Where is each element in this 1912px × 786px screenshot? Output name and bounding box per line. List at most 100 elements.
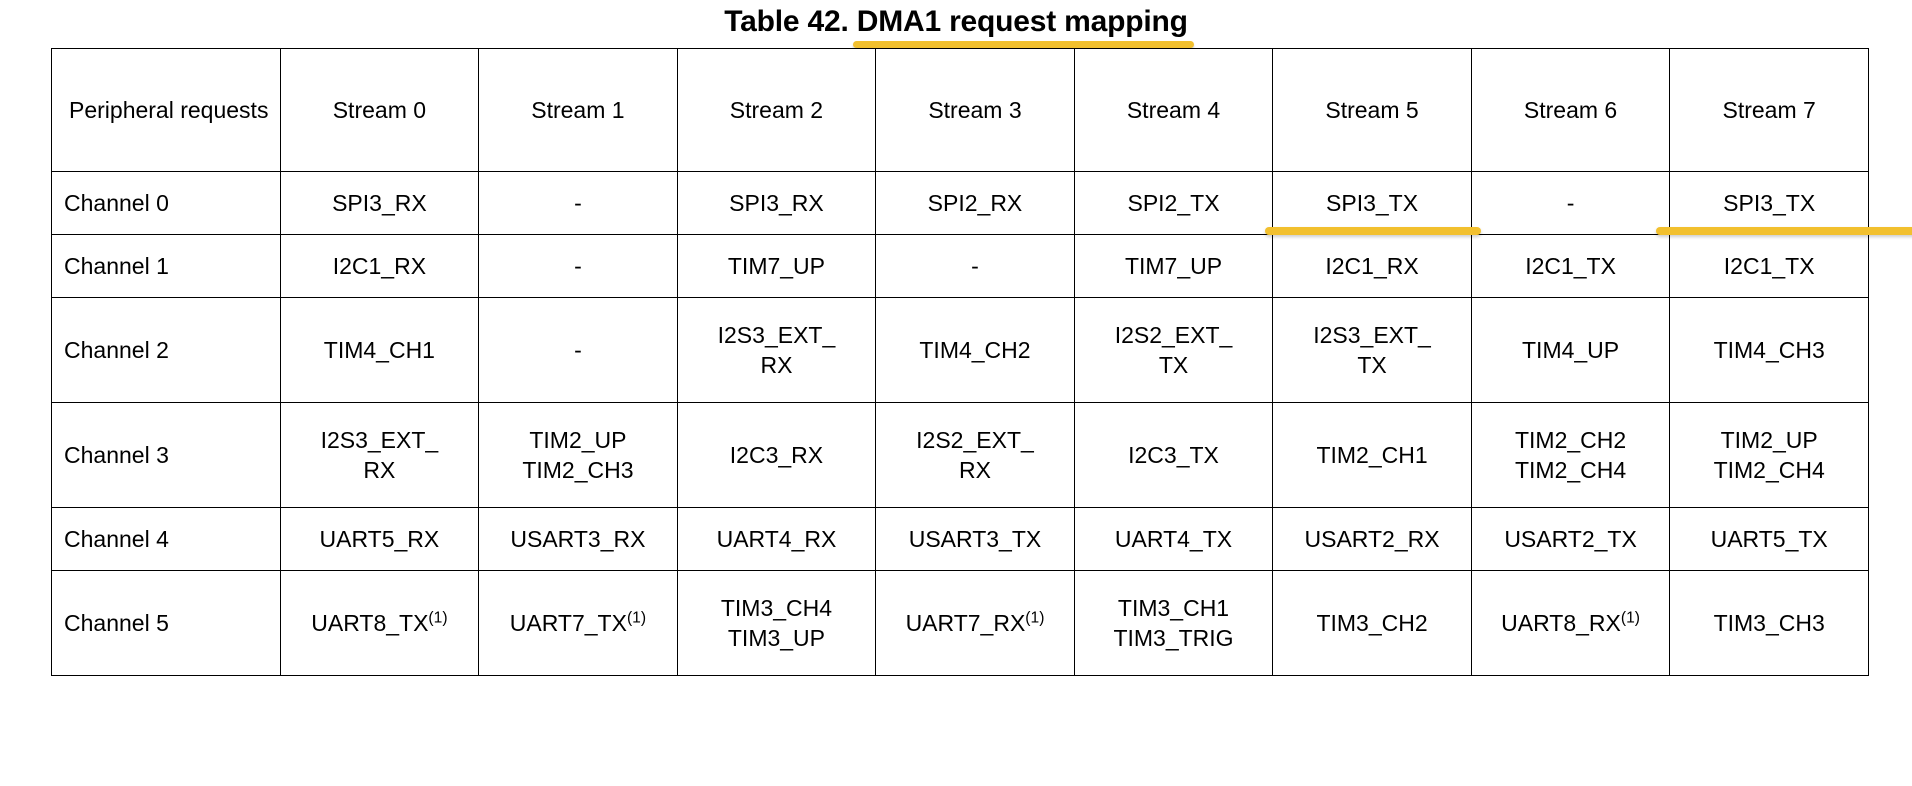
cell-line: -	[574, 337, 582, 363]
cell-line: I2S3_EXT_	[717, 322, 836, 348]
cell-channel-4-stream-4: UART4_TX	[1073, 507, 1274, 571]
cell-line: I2C1_RX	[332, 253, 427, 279]
cell-channel-1-stream-2: TIM7_UP	[676, 234, 877, 298]
cell-line: SPI3_RX	[332, 190, 427, 216]
cell-content: UART4_TX	[1075, 524, 1273, 554]
cell-channel-1-stream-5: I2C1_RX	[1272, 234, 1472, 298]
cell-channel-0-stream-2: SPI3_RX	[676, 171, 877, 235]
cell-content: I2C3_TX	[1075, 440, 1273, 470]
cell-content: UART5_TX	[1670, 524, 1868, 554]
cell-line: TIM3_UP	[727, 625, 826, 651]
cell-line: I2C3_RX	[729, 442, 824, 468]
cell-channel-2-stream-0: TIM4_CH1	[279, 297, 480, 403]
cell-content: TIM4_CH1	[281, 335, 479, 365]
cell-line: UART7_RX(1)	[905, 609, 1045, 636]
cell-line: I2C1_TX	[1525, 253, 1616, 279]
cell-line: SPI3_TX	[1656, 188, 1912, 235]
cell-channel-4-stream-5: USART2_RX	[1272, 507, 1472, 571]
cell-channel-3-stream-5: TIM2_CH1	[1272, 402, 1472, 508]
cell-line: SPI3_TX	[1265, 188, 1481, 235]
column-header-stream-6: Stream 6	[1470, 48, 1671, 172]
cell-channel-3-stream-0: I2S3_EXT_RX	[279, 402, 480, 508]
cell-channel-0-stream-5: SPI3_TX	[1265, 171, 1481, 235]
cell-line: UART7_TX(1)	[509, 609, 647, 636]
footnote-marker: (1)	[1025, 609, 1045, 627]
table-caption: Table 42. DMA1 request mapping	[0, 2, 1912, 48]
cell-line: TIM4_CH3	[1713, 337, 1825, 363]
cell-line: RX	[959, 457, 991, 483]
cell-line: RX	[760, 352, 793, 378]
cell-content: -	[479, 251, 677, 281]
cell-line: I2S3_EXT_	[320, 427, 439, 453]
cell-line: I2C3_TX	[1128, 442, 1219, 468]
cell-channel-1-stream-1: -	[478, 234, 678, 298]
cell-content: UART8_TX(1)	[281, 608, 479, 638]
cell-content: I2S2_EXT_TX	[1075, 320, 1273, 380]
cell-content: I2S3_EXT_TX	[1273, 320, 1471, 380]
cell-line: -	[1566, 190, 1575, 216]
cell-content: I2C1_RX	[281, 251, 479, 281]
cell-content: SPI3_TX	[1656, 188, 1912, 235]
cell-line: TIM2_CH4	[1713, 457, 1825, 483]
cell-line: TIM2_UP	[529, 427, 627, 453]
cell-channel-5-stream-0: UART8_TX(1)	[279, 570, 480, 676]
row-header-channel-3: Channel 3	[51, 402, 281, 508]
row-header-channel-1: Channel 1	[51, 234, 281, 298]
row-header-channel-0: Channel 0	[51, 171, 281, 235]
cell-channel-1-stream-6: I2C1_TX	[1470, 234, 1671, 298]
cell-line: TIM4_UP	[1522, 337, 1620, 363]
cell-content: TIM4_CH3	[1670, 335, 1868, 365]
cell-content: UART7_TX(1)	[479, 608, 677, 638]
cell-channel-4-stream-1: USART3_RX	[478, 507, 678, 571]
cell-channel-1-stream-3: -	[875, 234, 1075, 298]
cell-content: SPI3_TX	[1265, 188, 1481, 235]
cell-content: -	[479, 335, 677, 365]
cell-content: -	[479, 188, 677, 218]
cell-channel-2-stream-4: I2S2_EXT_TX	[1073, 297, 1274, 403]
cell-line: SPI2_TX	[1127, 190, 1220, 216]
cell-channel-3-stream-1: TIM2_UP TIM2_CH3	[478, 402, 678, 508]
cell-channel-1-stream-4: TIM7_UP	[1073, 234, 1274, 298]
title-prefix: Table 42.	[724, 5, 857, 38]
cell-content: -	[876, 251, 1074, 281]
cell-line: SPI3_RX	[729, 190, 824, 216]
cell-content: TIM2_CH1	[1273, 440, 1471, 470]
cell-content: I2C1_TX	[1670, 251, 1868, 281]
column-header-stream-0: Stream 0	[279, 48, 480, 172]
cell-content: TIM4_UP	[1472, 335, 1670, 365]
cell-line: TIM7_UP	[1124, 253, 1223, 279]
cell-line: TIM4_CH2	[919, 337, 1031, 363]
cell-line: TIM2_CH2	[1514, 427, 1627, 453]
cell-content: UART5_RX	[281, 524, 479, 554]
cell-content: UART8_RX(1)	[1472, 608, 1670, 638]
cell-line: TIM2_CH3	[522, 457, 634, 483]
cell-channel-0-stream-4: SPI2_TX	[1073, 171, 1274, 235]
cell-line: TIM2_CH4	[1514, 457, 1627, 483]
cell-line: UART4_RX	[716, 526, 837, 552]
cell-line: -	[971, 253, 979, 279]
cell-content: TIM7_UP	[678, 251, 876, 281]
cell-content: TIM3_CH2	[1273, 608, 1471, 638]
cell-line: UART5_TX	[1710, 526, 1828, 552]
column-header-stream-1: Stream 1	[478, 48, 678, 172]
cell-content: SPI2_TX	[1075, 188, 1273, 218]
cell-content: USART3_TX	[876, 524, 1074, 554]
footnote-marker: (1)	[626, 609, 647, 627]
cell-channel-2-stream-5: I2S3_EXT_TX	[1272, 297, 1472, 403]
column-header-stream-7: Stream 7	[1669, 48, 1869, 172]
table-row: Channel 2 TIM4_CH1 - I2S3_EXT_ RX TIM4_CH2 I2S…	[51, 297, 1869, 403]
column-header-peripheral-requests: Peripheral requests	[51, 48, 281, 172]
cell-channel-3-stream-4: I2C3_TX	[1073, 402, 1274, 508]
cell-line: I2S3_EXT_	[1313, 322, 1431, 348]
cell-content: I2C3_RX	[678, 440, 876, 470]
row-header-channel-2: Channel 2	[51, 297, 281, 403]
cell-line: TIM4_CH1	[323, 337, 435, 363]
